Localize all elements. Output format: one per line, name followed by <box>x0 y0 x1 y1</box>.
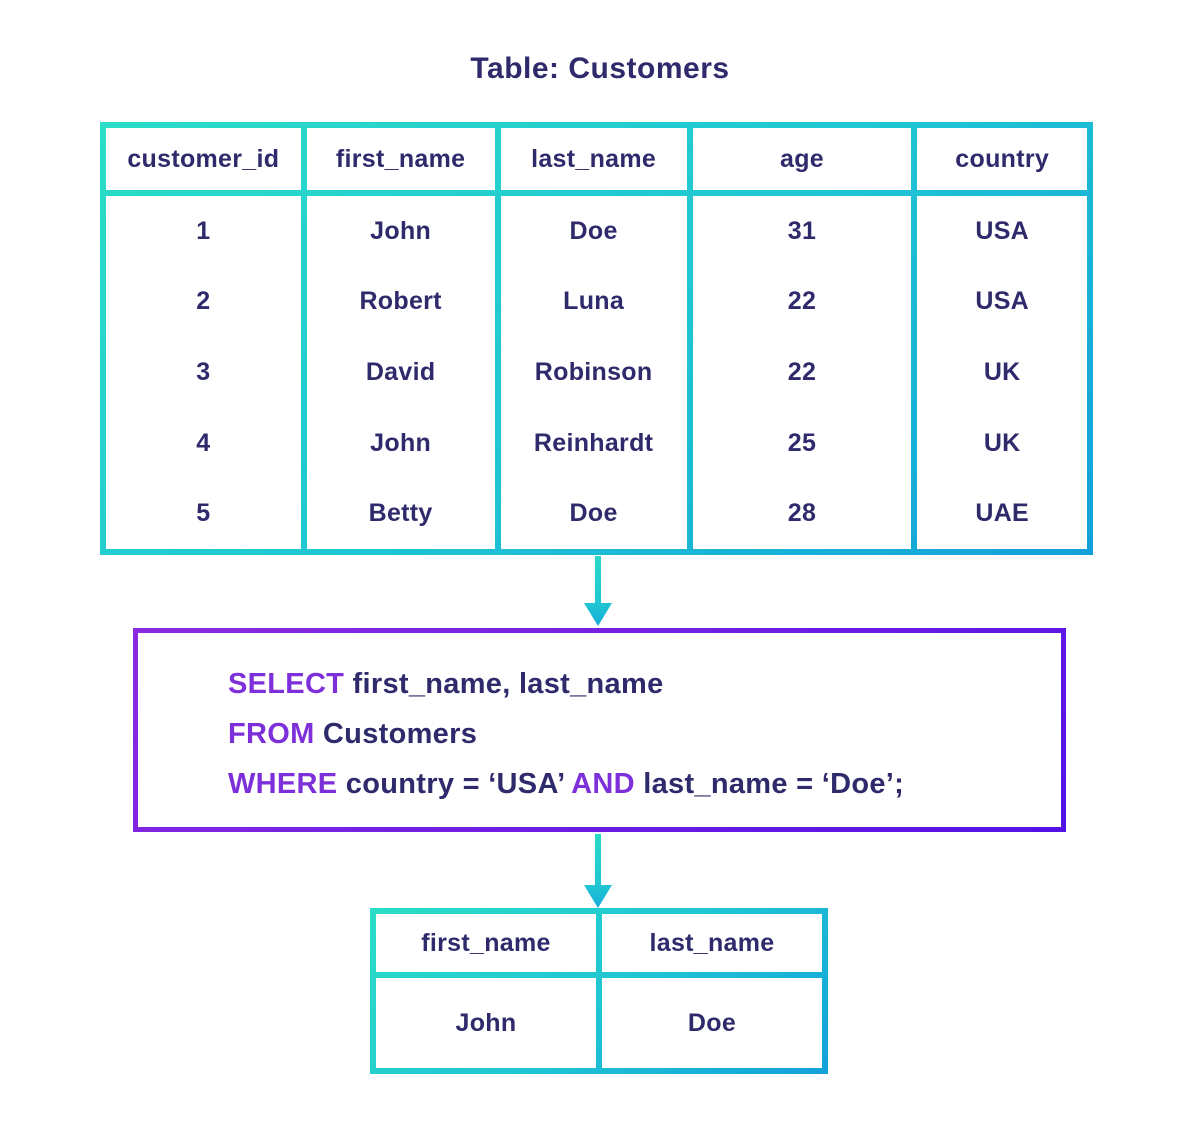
result-table-column-last-name: last_name Doe <box>602 914 822 1068</box>
column-header: last_name <box>500 128 687 190</box>
column-cells: John Robert David John Betty <box>306 196 495 549</box>
column-cells: 31 22 22 25 28 <box>692 196 912 549</box>
arrow-table-to-query <box>584 556 612 626</box>
table-cell: 4 <box>196 428 211 457</box>
table-cell: Doe <box>569 499 618 528</box>
sql-where-condition-2: last_name = ‘Doe’; <box>634 768 905 800</box>
column-header: first_name <box>306 128 495 190</box>
sql-where-condition-1: country = ‘USA’ <box>337 768 572 800</box>
table-cell: Reinhardt <box>533 428 654 457</box>
table-cell: 22 <box>787 287 817 316</box>
table-cell: UAE <box>975 499 1030 528</box>
column-header: age <box>692 128 912 190</box>
sql-keyword-from: FROM <box>228 718 315 750</box>
table-cell: John <box>370 216 432 245</box>
table-cell: USA <box>975 287 1030 316</box>
column-header: first_name <box>376 914 596 972</box>
sql-line-from: FROM Customers <box>228 709 1041 759</box>
table-cell: Doe <box>687 1008 737 1037</box>
sql-select-columns: first_name, last_name <box>344 668 664 700</box>
customers-table-column-last-name: last_name Doe Luna Robinson Reinhardt Do… <box>500 128 687 549</box>
column-cells: John <box>376 978 596 1068</box>
customers-table-column-age: age 31 22 22 25 28 <box>692 128 912 549</box>
arrow-query-to-result <box>584 834 612 908</box>
table-cell: 25 <box>787 428 817 457</box>
column-cells: 1 2 3 4 5 <box>106 196 301 549</box>
customers-table: customer_id 1 2 3 4 5 first_name John Ro… <box>100 122 1093 555</box>
arrow-shaft <box>595 834 601 885</box>
result-table: first_name John last_name Doe <box>370 908 828 1074</box>
customers-table-column-first-name: first_name John Robert David John Betty <box>306 128 495 549</box>
table-cell: UK <box>983 357 1021 386</box>
customers-table-column-customer-id: customer_id 1 2 3 4 5 <box>106 128 301 549</box>
result-table-column-first-name: first_name John <box>376 914 596 1068</box>
table-cell: Robinson <box>534 357 653 386</box>
table-cell: Doe <box>569 216 618 245</box>
arrow-down-icon <box>584 885 612 908</box>
column-cells: USA USA UK UK UAE <box>917 196 1087 549</box>
table-cell: 22 <box>787 357 817 386</box>
arrow-down-icon <box>584 603 612 626</box>
table-cell: John <box>455 1008 517 1037</box>
table-cell: Robert <box>359 287 442 316</box>
table-cell: David <box>365 357 436 386</box>
sql-keyword-select: SELECT <box>228 668 345 700</box>
sql-from-table: Customers <box>314 718 478 750</box>
table-cell: 5 <box>196 499 211 528</box>
table-cell: John <box>370 428 432 457</box>
diagram-title: Table: Customers <box>470 52 730 85</box>
table-cell: 31 <box>787 216 817 245</box>
table-cell: Luna <box>563 287 625 316</box>
sql-line-where: WHERE country = ‘USA’ AND last_name = ‘D… <box>228 759 1041 809</box>
sql-keyword-and: AND <box>571 768 635 800</box>
column-cells: Doe <box>602 978 822 1068</box>
sql-keyword-where: WHERE <box>228 768 338 800</box>
column-cells: Doe Luna Robinson Reinhardt Doe <box>500 196 687 549</box>
sql-query-box: SELECT first_name, last_name FROM Custom… <box>133 628 1066 832</box>
table-cell: 1 <box>196 216 211 245</box>
table-cell: UK <box>983 428 1021 457</box>
sql-line-select: SELECT first_name, last_name <box>228 659 1041 709</box>
column-header: country <box>917 128 1087 190</box>
table-cell: Betty <box>368 499 433 528</box>
customers-table-column-country: country USA USA UK UK UAE <box>917 128 1087 549</box>
table-cell: USA <box>975 216 1030 245</box>
table-cell: 2 <box>196 287 211 316</box>
column-header: last_name <box>602 914 822 972</box>
column-header: customer_id <box>106 128 301 190</box>
arrow-shaft <box>595 556 601 603</box>
table-cell: 3 <box>196 357 211 386</box>
table-cell: 28 <box>787 499 817 528</box>
